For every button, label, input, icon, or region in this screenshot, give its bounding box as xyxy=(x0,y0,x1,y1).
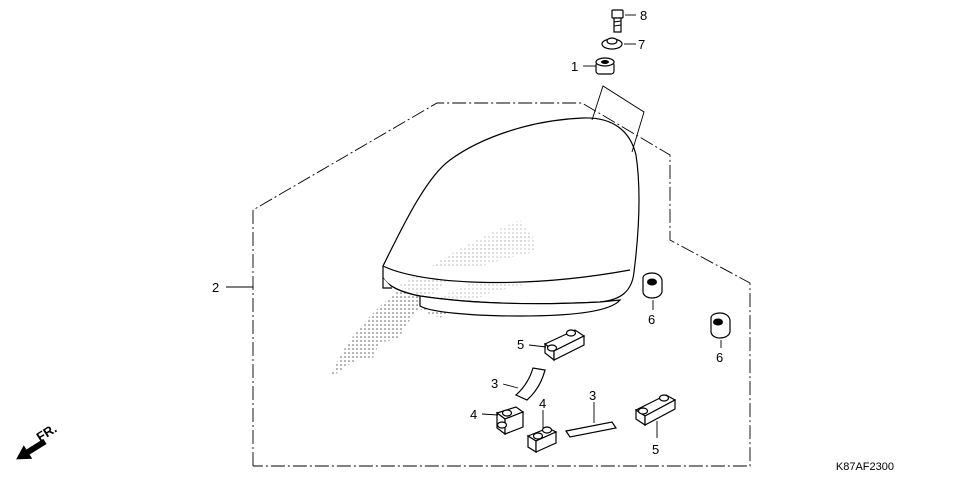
diagram-code: K87AF2300 xyxy=(836,461,894,473)
block-part-5a xyxy=(528,329,586,362)
callout-7: 7 xyxy=(638,37,645,52)
callout-2: 2 xyxy=(212,280,219,295)
callout-6a: 6 xyxy=(648,312,655,327)
bolt-part-8 xyxy=(611,9,636,33)
grommet-part-1 xyxy=(583,57,615,75)
callout-5a: 5 xyxy=(517,337,524,352)
callout-3a: 3 xyxy=(491,376,498,391)
callout-3b: 3 xyxy=(589,388,596,403)
callout-4a: 4 xyxy=(470,407,477,422)
front-marker-label: FR. xyxy=(34,421,60,445)
callout-4b: 4 xyxy=(539,396,546,411)
block-part-4a xyxy=(481,406,525,436)
block-part-5b xyxy=(634,394,677,438)
assembly-boundary xyxy=(252,102,751,467)
callout-1: 1 xyxy=(571,59,578,74)
callout-8: 8 xyxy=(640,8,647,23)
front-direction-arrow xyxy=(16,438,47,460)
cushion-part-6b xyxy=(710,312,731,348)
washer-part-7 xyxy=(601,37,636,50)
seat-part-2 xyxy=(382,117,640,317)
strip-part-3a xyxy=(502,367,546,401)
callout-5b: 5 xyxy=(652,442,659,457)
block-part-4b xyxy=(526,410,558,454)
cushion-part-6a xyxy=(642,272,663,310)
strip-part-3b xyxy=(565,402,617,438)
callout-6b: 6 xyxy=(716,350,723,365)
